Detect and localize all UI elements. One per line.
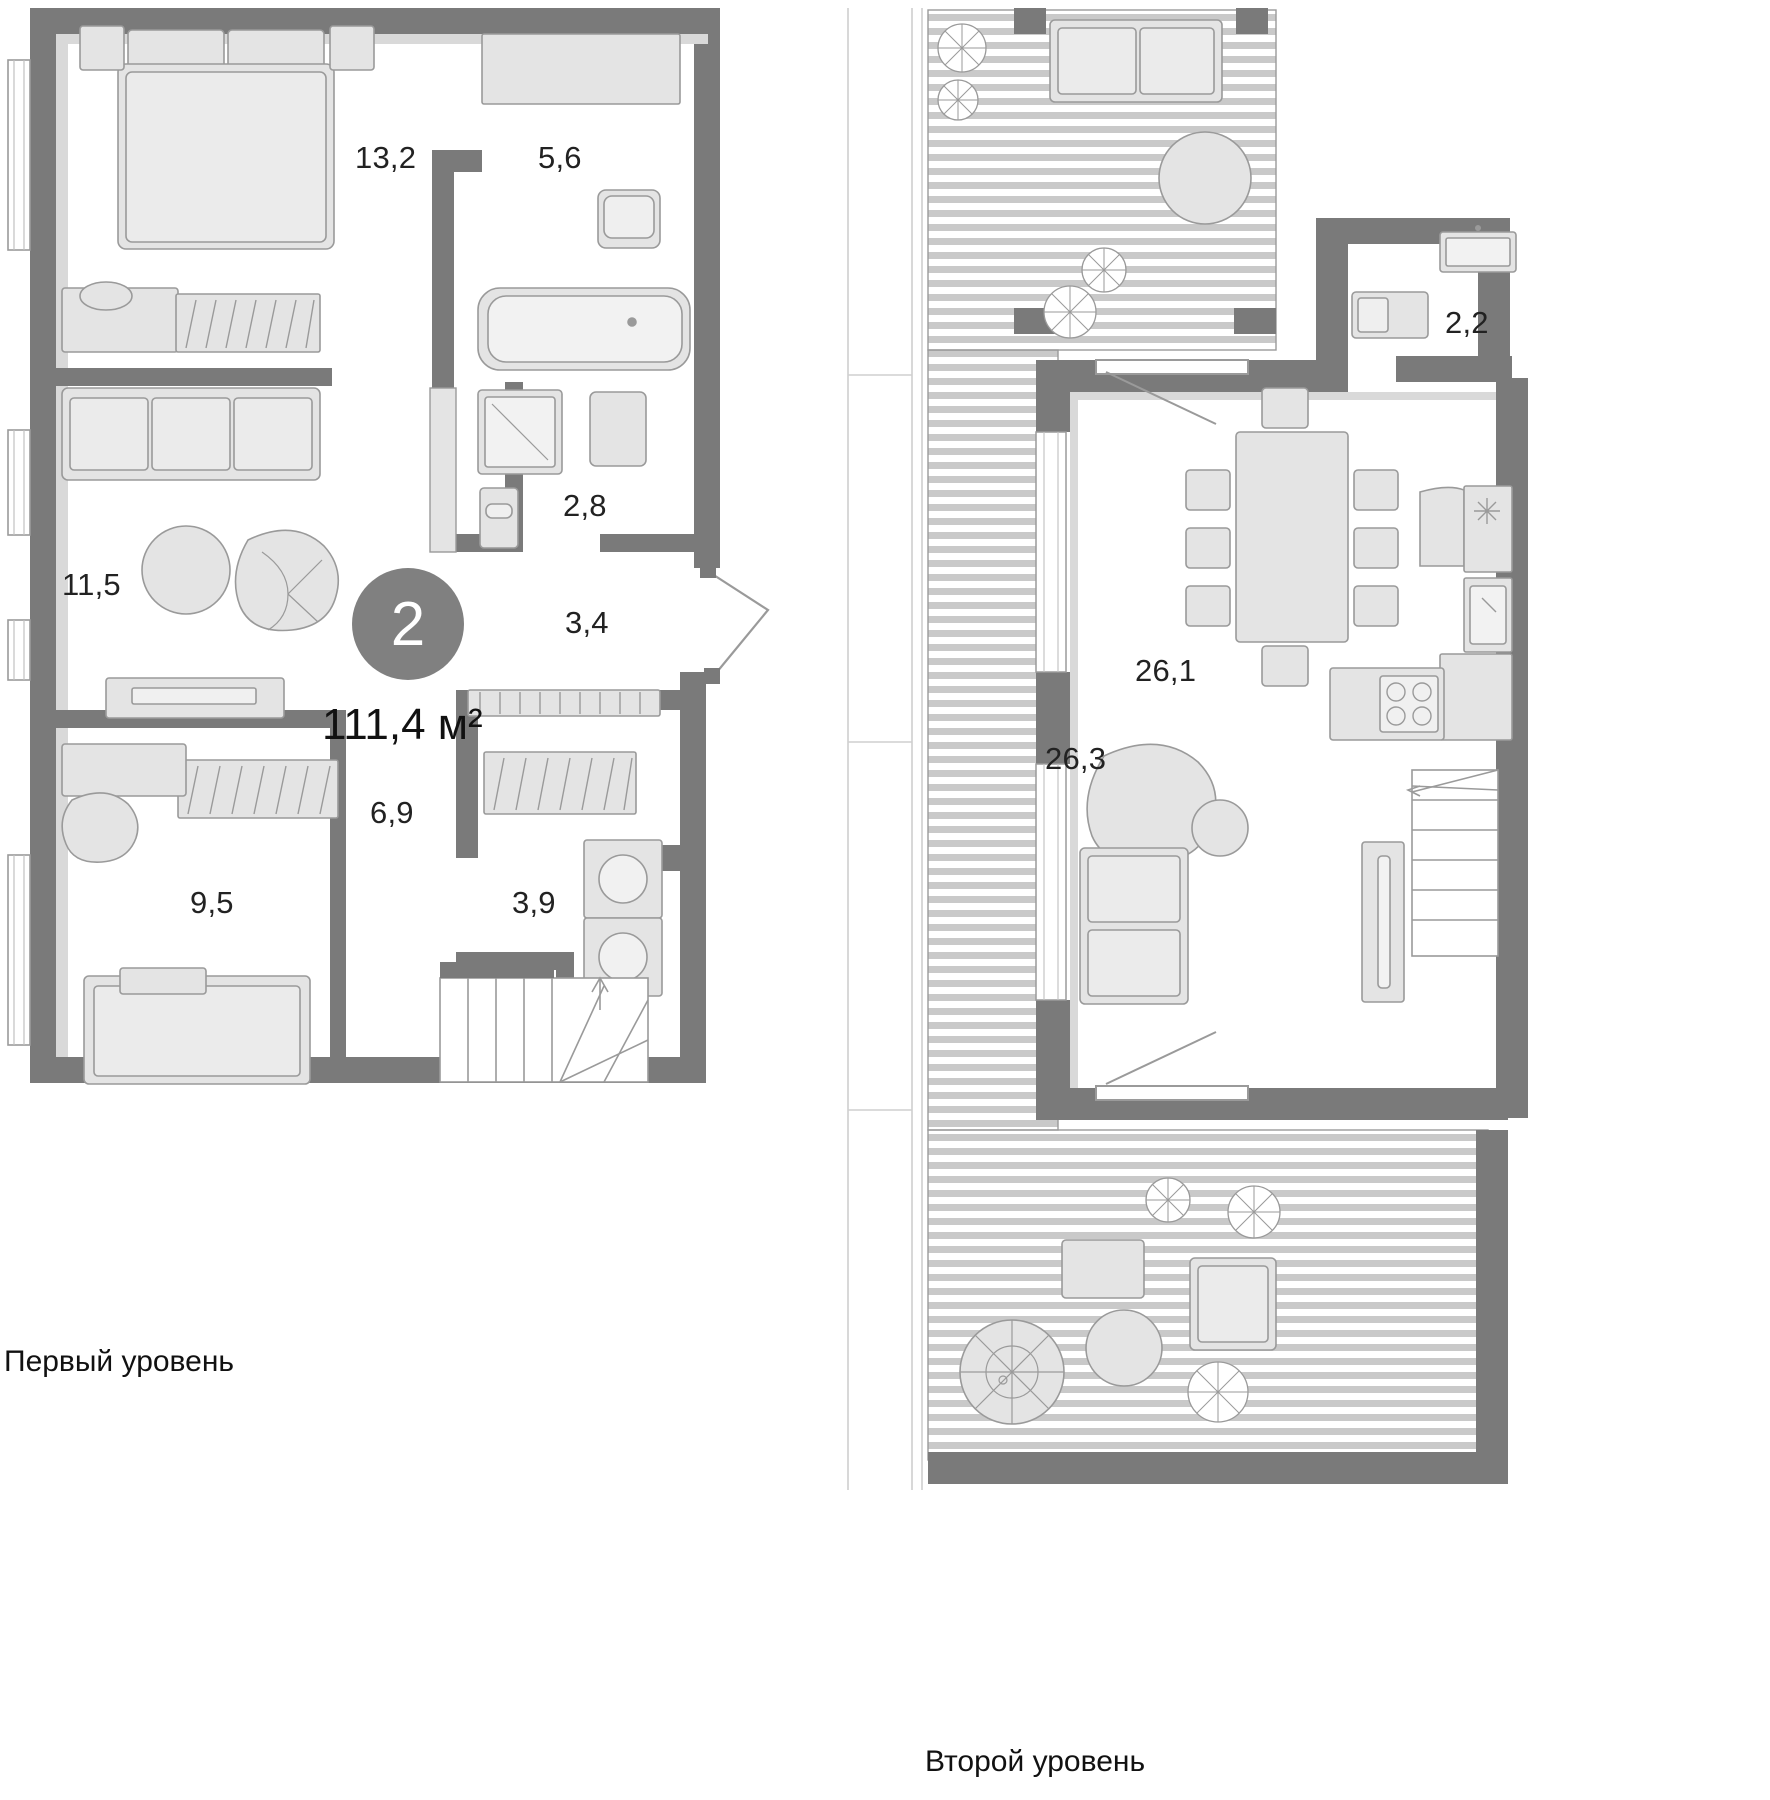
- rooms-count-value: 2: [390, 589, 426, 659]
- total-area-label: 111,4 м²: [322, 700, 483, 749]
- area-label-bedroom-second: 9,5: [190, 885, 234, 920]
- area-label-corridor: 6,9: [370, 795, 414, 830]
- area-label-bathroom-main: 5,6: [538, 140, 582, 175]
- level-1-caption: Первый уровень: [4, 1345, 235, 1378]
- area-label-kitchen-living: 26,1: [1135, 653, 1197, 688]
- area-label-living-room: 11,5: [62, 567, 121, 602]
- area-label-bathroom-second: 2,8: [563, 488, 607, 523]
- area-label-terrace: 26,3: [1045, 741, 1107, 776]
- area-label-bedroom-master: 13,2: [355, 140, 417, 175]
- level-1-graphic: [7, 8, 770, 1085]
- level-2-caption: Второй уровень: [925, 1745, 1146, 1778]
- area-label-storage: 2,2: [1445, 305, 1489, 340]
- area-label-utility-laundry: 3,9: [512, 885, 556, 920]
- level-2-graphic: [847, 8, 1528, 1490]
- rooms-count-badge: 2: [352, 568, 464, 680]
- area-label-hall-entry: 3,4: [565, 605, 609, 640]
